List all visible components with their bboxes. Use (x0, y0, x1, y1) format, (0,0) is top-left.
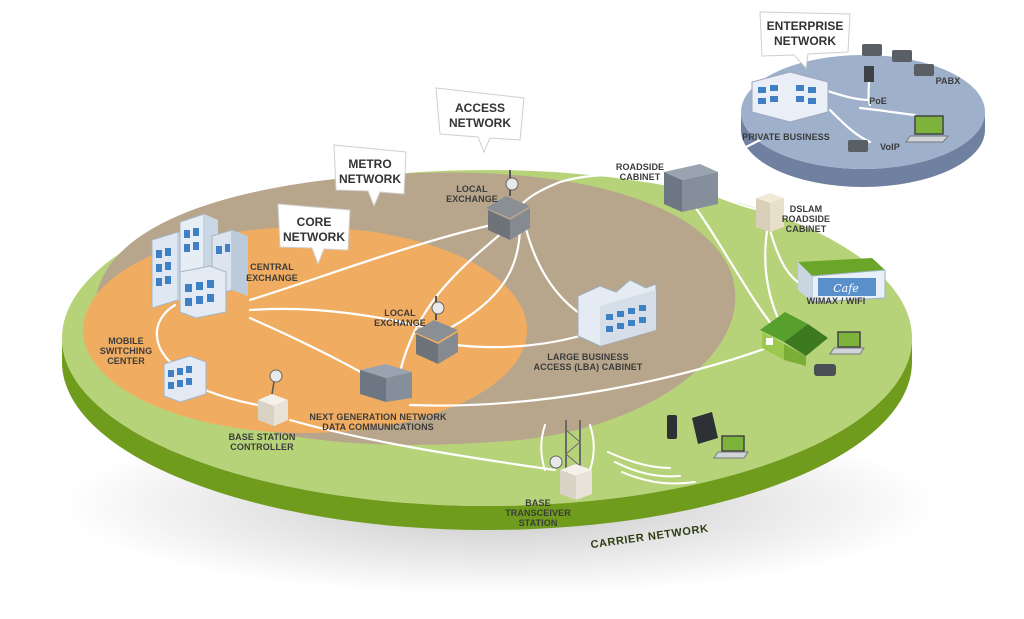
pabx-unit-icon (864, 66, 874, 82)
core-zone (83, 227, 527, 433)
enterprise-network-callout: ENTERPRISE NETWORK (759, 11, 851, 70)
wire-poe (858, 106, 917, 117)
ngn-cabinets-icon (360, 364, 412, 402)
tablet-icon (692, 412, 718, 444)
phone-icon (862, 44, 882, 56)
bsc-icon (258, 369, 288, 426)
private-business-label: PRIVATE BUSINESS (742, 132, 830, 142)
bts-label-line2: TRANSCEIVER (505, 508, 571, 518)
bsc-label-line2: CONTROLLER (230, 442, 294, 452)
wire-localtop-ngn (398, 223, 512, 374)
roadside-cabinet-label-line1: ROADSIDE (616, 162, 664, 172)
home-phone-icon (814, 364, 836, 376)
wireless-waves (540, 424, 696, 485)
cafe-sign: Cafe (833, 282, 859, 295)
dslam-label-line2: ROADSIDE (782, 214, 830, 224)
mobile-devices (667, 412, 749, 459)
dslam-label-line1: DSLAM (790, 204, 823, 214)
local-exchange-mid-icon (414, 296, 458, 364)
mobile-switching-label-line2: SWITCHING (100, 346, 152, 356)
local-exchange-mid-label-line2: EXCHANGE (374, 318, 426, 328)
local-exchange-top-icon (486, 170, 530, 240)
central-exchange-buildings (151, 213, 248, 319)
local-exchange-top-label-line2: EXCHANGE (446, 194, 498, 204)
phone-icon (914, 64, 934, 76)
bts-tower-icon (549, 420, 592, 500)
private-business-building (751, 71, 829, 123)
mobile-switching-building (163, 355, 207, 403)
wire-localtop-localmid (448, 223, 522, 330)
bts-label-line1: BASE (525, 498, 550, 508)
voip-label: VoIP (880, 142, 900, 152)
wimax-label: WIMAX / WIFI (807, 296, 866, 306)
core-label-line1: CORE (297, 215, 332, 229)
wire-roadside-localtop (513, 173, 692, 214)
wire-roadside-home (688, 198, 782, 337)
metro-label-line2: NETWORK (339, 172, 401, 186)
enterprise-label-line2: NETWORK (774, 34, 836, 48)
core-label-line2: NETWORK (283, 230, 345, 244)
enterprise-laptop-icon (905, 115, 950, 143)
pabx-phones (862, 44, 934, 82)
poe-label: PoE (869, 96, 887, 106)
dslam-cabinet-icon (756, 193, 784, 232)
central-exchange-label-line1: CENTRAL (250, 262, 294, 272)
home-building (760, 312, 828, 366)
metro-label-line1: METRO (348, 157, 391, 171)
ngn-label-line1: NEXT GENERATION NETWORK (309, 412, 447, 422)
mobile-switching-label-line1: MOBILE (108, 336, 144, 346)
lba-building-icon (577, 279, 657, 347)
roadside-cabinet-label-line2: CABINET (620, 172, 661, 182)
access-network-callout: ACCESS NETWORK (435, 87, 525, 154)
metro-network-callout: METRO NETWORK (333, 144, 407, 208)
home-laptop-icon (829, 331, 865, 355)
local-exchange-top-label-line1: LOCAL (456, 184, 488, 194)
wire-central-localtop (248, 220, 507, 302)
cafe-building (798, 258, 886, 303)
bsc-label-line1: BASE STATION (229, 432, 296, 442)
lba-label-line1: LARGE BUSINESS (547, 352, 628, 362)
central-exchange-label-line2: EXCHANGE (246, 273, 298, 283)
wire-bsc-bts (288, 418, 557, 472)
access-label-line2: NETWORK (449, 116, 511, 130)
bts-label-line3: STATION (519, 518, 558, 528)
ngn-label-line2: DATA COMMUNICATIONS (322, 422, 434, 432)
enterprise-disc-side (741, 112, 985, 187)
enterprise-label-line1: ENTERPRISE (767, 19, 844, 33)
mobile-phone-icon (667, 415, 677, 439)
roadside-cabinet-icon (664, 164, 718, 212)
wire-ngn-home (408, 343, 777, 407)
phone-icon (892, 50, 912, 62)
pabx-label: PABX (936, 76, 961, 86)
access-label-line1: ACCESS (455, 101, 505, 115)
voip-phone-icon (848, 140, 868, 152)
mobile-switching-label-line3: CENTER (107, 356, 145, 366)
core-network-callout: CORE NETWORK (277, 203, 351, 266)
laptop-icon (721, 435, 745, 452)
local-exchange-mid-label-line1: LOCAL (384, 308, 416, 318)
dslam-label-line3: CABINET (786, 224, 827, 234)
lba-label-line2: ACCESS (LBA) CABINET (534, 362, 643, 372)
